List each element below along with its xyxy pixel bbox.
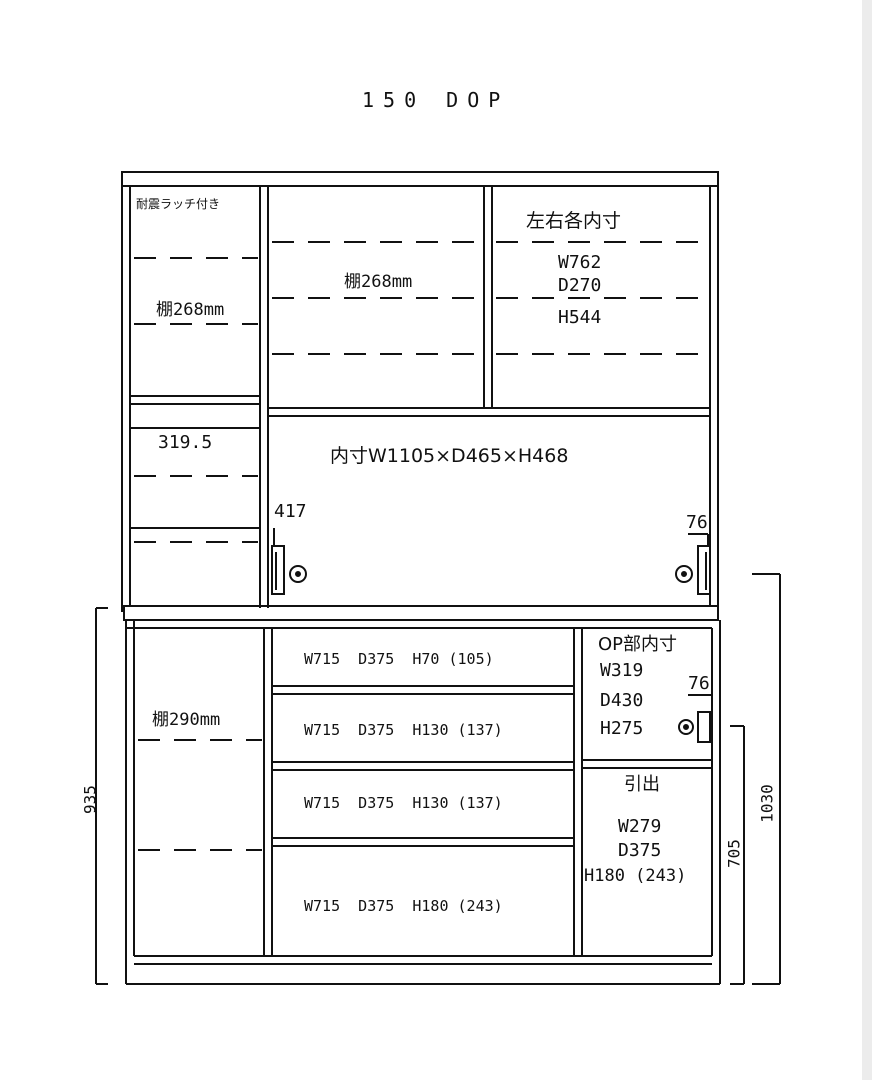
- dimension-76-lower: 76: [688, 673, 710, 694]
- dimension-705: 705: [724, 839, 744, 868]
- lower-left-shelf-label: 棚290mm: [152, 710, 221, 730]
- left-middle-dimension: 319.5: [158, 432, 213, 453]
- pull-out-depth: D375: [618, 840, 662, 861]
- dimension-935: 935: [80, 785, 100, 814]
- pull-out-height: H180 (243): [584, 866, 687, 886]
- page-edge: [862, 0, 872, 1080]
- right-upper-header: 左右各内寸: [526, 210, 622, 232]
- right-upper-depth: D270: [558, 275, 602, 296]
- dimension-417: 417: [274, 501, 307, 522]
- dimension-76-upper: 76: [686, 512, 708, 533]
- drawer-1-dimensions: W715 D375 H70 (105): [304, 650, 494, 668]
- right-upper-height: H544: [558, 307, 602, 328]
- op-inner-header: OP部内寸: [598, 634, 678, 655]
- drawer-4-dimensions: W715 D375 H180 (243): [304, 897, 503, 915]
- drawer-3-dimensions: W715 D375 H130 (137): [304, 794, 503, 812]
- left-upper-shelf-label: 棚268mm: [156, 300, 225, 320]
- dimension-1030: 1030: [757, 784, 777, 823]
- pull-out-header: 引出: [624, 774, 660, 795]
- open-space-inner-dimensions: 内寸W1105×D465×H468: [330, 445, 569, 467]
- op-inner-width: W319: [600, 660, 644, 681]
- op-inner-height: H275: [600, 718, 644, 739]
- op-inner-depth: D430: [600, 690, 644, 711]
- pull-out-width: W279: [618, 816, 662, 837]
- drawing-title: 150 DOP: [362, 88, 510, 112]
- latch-label: 耐震ラッチ付き: [136, 197, 221, 211]
- center-upper-shelf-label: 棚268mm: [344, 272, 413, 292]
- top-board: [121, 171, 719, 187]
- drawer-2-dimensions: W715 D375 H130 (137): [304, 721, 503, 739]
- counter-board: [123, 605, 719, 621]
- right-upper-width: W762: [558, 252, 602, 273]
